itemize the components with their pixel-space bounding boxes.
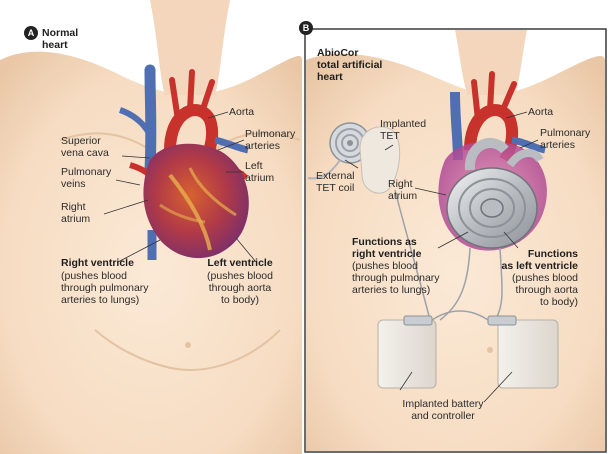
badge-a-letter: A: [24, 27, 38, 39]
badge-b-letter: B: [299, 22, 313, 34]
label-external-tet-coil: External TET coil: [316, 170, 355, 194]
label-pulmonary-veins: Pulmonary veins: [61, 166, 111, 190]
label-right-ventricle-desc: (pushes blood through pulmonary arteries…: [61, 270, 149, 306]
label-right-atrium-a: Right atrium: [61, 201, 90, 225]
label-aorta-a: Aorta: [229, 106, 254, 118]
label-aorta-b: Aorta: [528, 106, 553, 118]
label-functions-left-title: Functions as left ventricle: [470, 248, 578, 272]
panel-b-title: AbioCor total artificial heart: [317, 47, 382, 83]
label-left-ventricle-title: Left ventricle: [200, 257, 280, 269]
panel-b-illustration: [306, 30, 605, 451]
label-pulmonary-arteries-a: Pulmonary arteries: [245, 128, 295, 152]
label-functions-right-desc: (pushes blood through pulmonary arteries…: [352, 260, 440, 296]
label-right-atrium-b: Right atrium: [388, 178, 417, 202]
label-functions-right-title: Functions as right ventricle: [352, 236, 421, 260]
label-battery-controller: Implanted battery and controller: [388, 398, 498, 422]
label-right-ventricle-title: Right ventricle: [61, 257, 134, 269]
label-left-atrium: Left atrium: [245, 160, 274, 184]
label-left-ventricle-desc: (pushes blood through aorta to body): [200, 270, 280, 306]
panel-a-illustration: [0, 0, 302, 454]
superior-vena-cava-a: [150, 70, 151, 170]
label-implanted-tet: Implanted TET: [380, 118, 426, 142]
battery-box: [378, 320, 436, 388]
label-superior-vena-cava: Superior vena cava: [61, 135, 109, 159]
label-pulmonary-arteries-b: Pulmonary arteries: [540, 127, 590, 151]
label-functions-left-desc: (pushes blood through aorta to body): [470, 272, 578, 308]
panel-a-title: Normal heart: [42, 27, 78, 51]
